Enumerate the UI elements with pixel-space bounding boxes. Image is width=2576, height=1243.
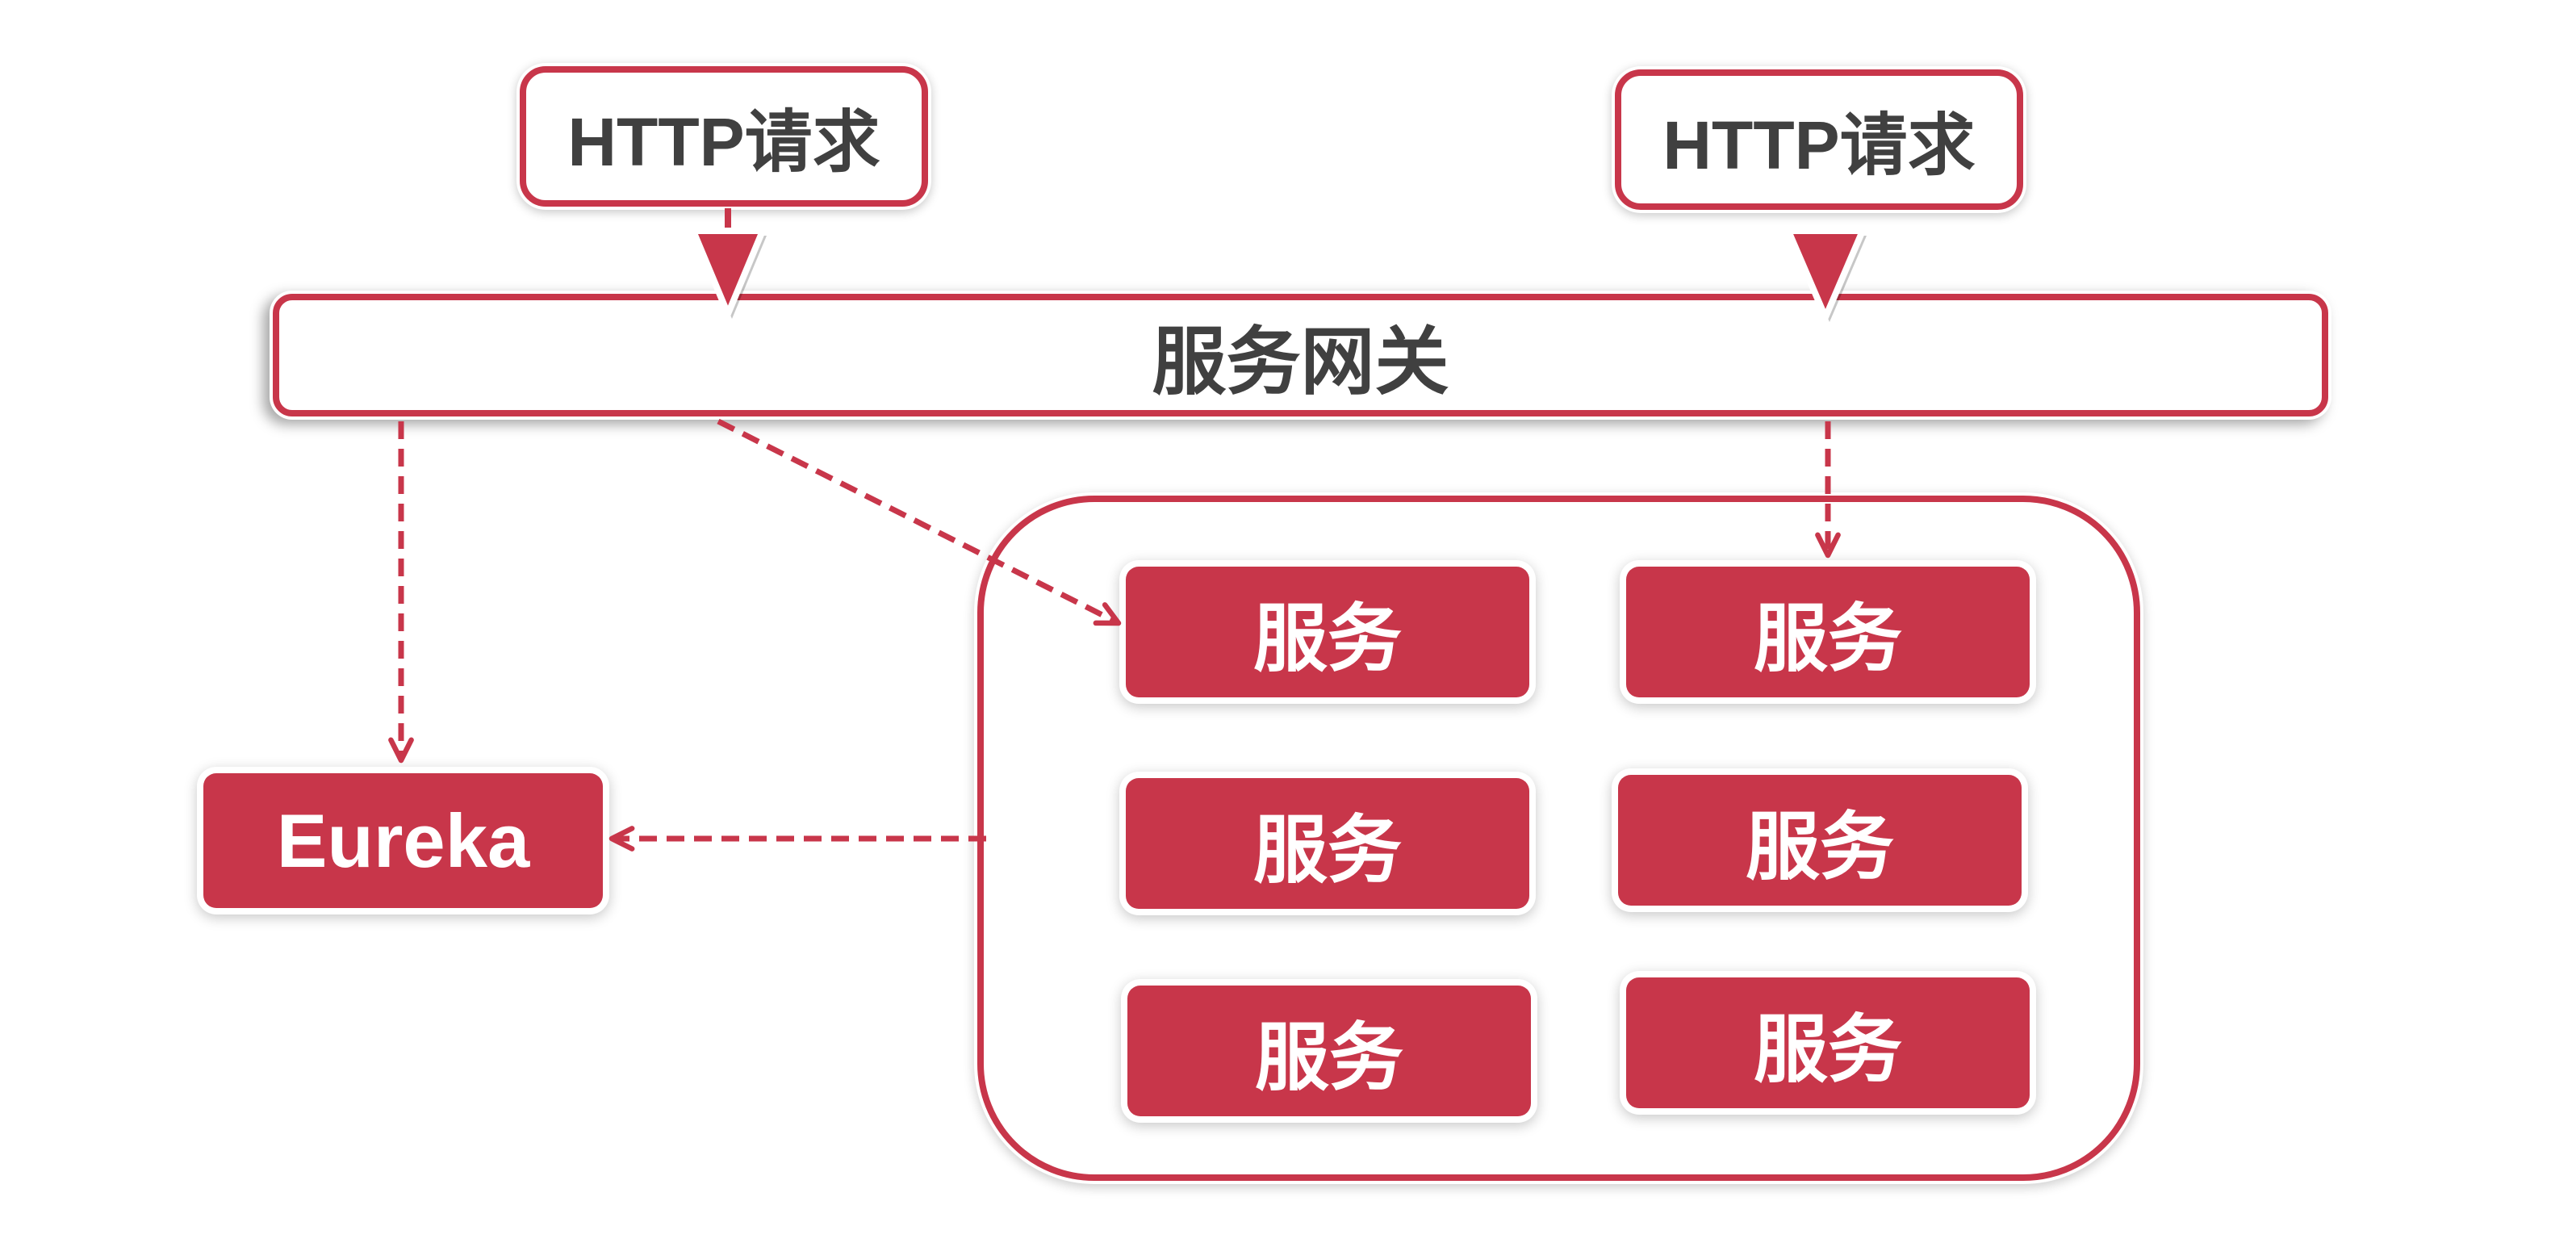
- service-label: 服务: [1252, 597, 1402, 680]
- eureka-label: Eureka: [276, 797, 530, 883]
- http-request-box-left: HTTP请求: [520, 66, 928, 207]
- service-box: 服务: [1127, 986, 1531, 1116]
- http-request-box-right: HTTP请求: [1615, 69, 2023, 210]
- service-box: 服务: [1626, 567, 2030, 697]
- service-box: 服务: [1126, 567, 1529, 697]
- http-request-label: HTTP请求: [567, 103, 880, 180]
- service-box: 服务: [1626, 977, 2030, 1108]
- service-box: 服务: [1126, 778, 1529, 909]
- service-label: 服务: [1252, 809, 1402, 892]
- service-label: 服务: [1745, 806, 1894, 889]
- service-label: 服务: [1753, 597, 1902, 680]
- service-gateway-bar: 服务网关: [273, 294, 2328, 416]
- service-label: 服务: [1753, 1008, 1902, 1091]
- http-request-label: HTTP请求: [1662, 107, 1976, 183]
- eureka-registry-box: Eureka: [203, 773, 603, 908]
- service-gateway-label: 服务网关: [1152, 320, 1449, 404]
- service-label: 服务: [1254, 1016, 1403, 1099]
- service-box: 服务: [1618, 775, 2022, 906]
